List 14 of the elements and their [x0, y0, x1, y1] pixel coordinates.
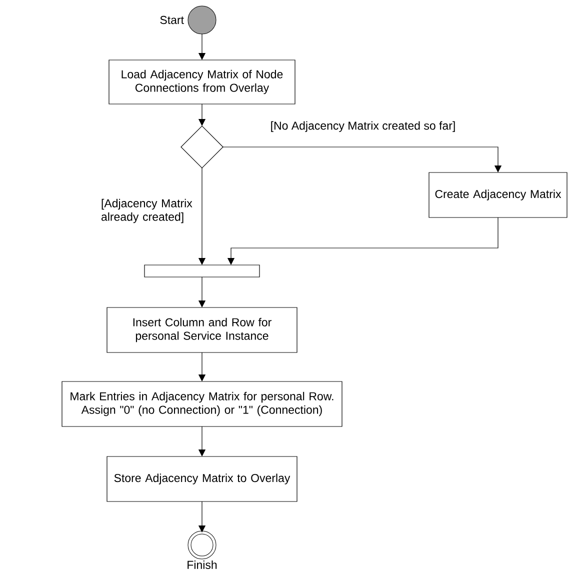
guard-label: [Adjacency Matrix already created] [100, 198, 197, 224]
action-box: Load Adjacency Matrix of Node Connections from Overlay [108, 60, 296, 104]
sync-bar [144, 264, 260, 278]
action-box: Insert Column and Row for personal Service Instance [106, 307, 298, 353]
node-label: Finish [188, 560, 217, 569]
start-circle [188, 6, 216, 34]
action-box: Mark Entries in Adjacency Matrix for personal Row. Assign "0" (no Connection) or "1" (Connection) [62, 381, 342, 427]
action-box: Store Adjacency Matrix to Overlay [106, 456, 298, 502]
end-circle [188, 530, 216, 560]
node-label: Start [160, 16, 184, 24]
decision-diamond [180, 126, 224, 168]
guard-label: [No Adjacency Matrix created so far] [269, 120, 457, 133]
action-box: Create Adjacency Matrix [428, 172, 568, 218]
arrow [222, 146, 502, 172]
